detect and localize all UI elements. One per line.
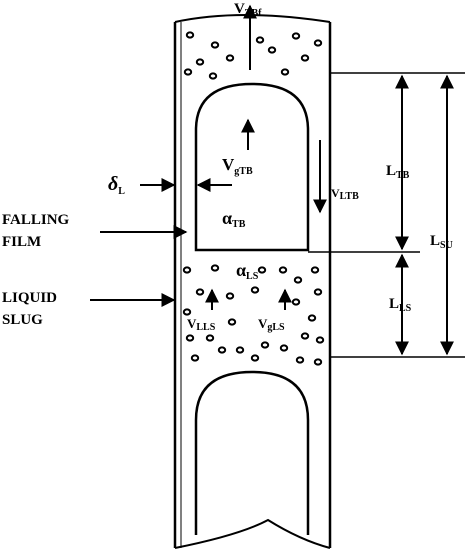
gas-bubble [227, 318, 237, 326]
gas-bubble [307, 314, 317, 322]
gas-bubble [210, 41, 220, 49]
gas-bubble [291, 32, 301, 40]
falling-film-label-line2: FILM [2, 234, 41, 250]
next-taylor-bubble [194, 370, 310, 535]
gas-bubble [225, 54, 235, 62]
dimension-lines [308, 72, 465, 358]
gas-bubble [225, 292, 235, 300]
gas-bubble [267, 46, 277, 54]
gas-bubble [293, 276, 303, 284]
gas-bubble [310, 266, 320, 274]
gas-bubble [190, 354, 200, 362]
gas-bubble [250, 354, 260, 362]
gas-bubble [185, 31, 195, 39]
l-su-label: LSU [430, 233, 453, 251]
gas-bubble [250, 286, 260, 294]
liquid-slug-label-line2: SLUG [2, 312, 43, 328]
gas-bubble [279, 344, 289, 352]
v-ltb-label: VLTB [331, 186, 359, 202]
l-tb-label: LTB [386, 163, 410, 181]
gas-bubble [185, 334, 195, 342]
gas-bubble [183, 68, 193, 76]
alpha-tb-label: αTB [222, 208, 246, 230]
alpha-ls-label: αLS [236, 260, 259, 282]
pipe [173, 14, 332, 549]
gas-bubble [315, 336, 325, 344]
gas-bubble [313, 39, 323, 47]
gas-bubble [300, 332, 310, 340]
delta-l-label: δL [108, 173, 125, 197]
gas-bubble [217, 346, 227, 354]
gas-bubble [255, 36, 265, 44]
gas-bubble [260, 341, 270, 349]
gas-bubble [300, 54, 310, 62]
gas-bubble [257, 266, 267, 274]
gas-bubble [205, 334, 215, 342]
v-tbf-label: VTBf [234, 1, 262, 19]
gas-bubble [182, 308, 192, 316]
falling-film-label-line1: FALLING [2, 212, 70, 228]
gas-bubbles [182, 31, 325, 366]
gas-bubble [195, 288, 205, 296]
l-ls-label: LLS [389, 296, 412, 314]
gas-bubble [195, 58, 205, 66]
gas-bubble [291, 298, 301, 306]
gas-bubble [235, 346, 245, 354]
gas-bubble [278, 266, 288, 274]
v-lls-label: VLLS [187, 316, 216, 333]
gas-bubble [313, 358, 323, 366]
v-gtb-label: VgTB [222, 155, 253, 177]
gas-bubble [313, 288, 323, 296]
liquid-slug-label-line1: LIQUID [2, 290, 57, 306]
gas-bubble [208, 72, 218, 80]
v-gls-label: VgLS [258, 316, 285, 333]
gas-bubble [210, 264, 220, 272]
gas-bubble [280, 68, 290, 76]
gas-bubble [295, 356, 305, 364]
pipe-bottom-edge [174, 518, 331, 549]
taylor-bubble [194, 82, 310, 252]
gas-bubble [182, 266, 192, 274]
